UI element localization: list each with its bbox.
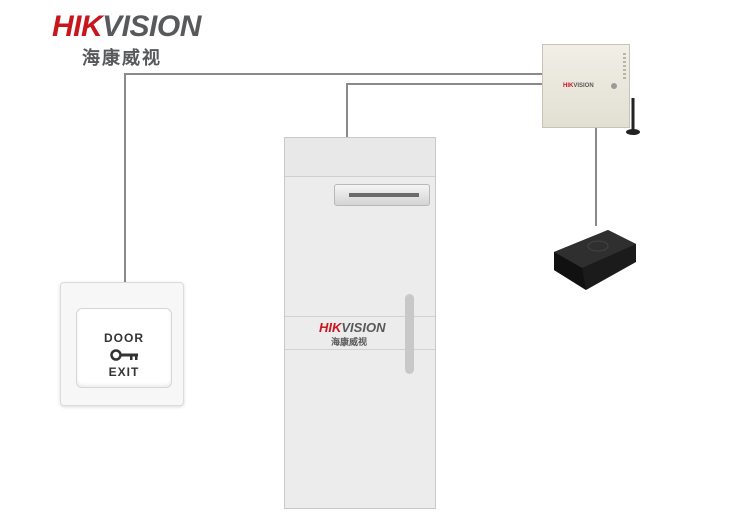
magnetic-lock-slot	[349, 193, 419, 197]
antenna-icon	[626, 98, 640, 136]
door-frame-top	[285, 138, 435, 177]
key-icon	[110, 348, 140, 362]
door-brand-cn: 海康威视	[331, 335, 367, 348]
exit-button-panel: DOOR EXIT	[60, 282, 184, 406]
controller-brand-red: HIK	[563, 83, 573, 89]
exit-button: DOOR EXIT	[76, 308, 172, 388]
door-brand-grey: VISION	[341, 320, 385, 335]
controller-brand-grey: VISION	[573, 83, 593, 89]
card-reader	[552, 224, 638, 294]
exit-button-line1: DOOR	[77, 331, 171, 345]
controller-lock-icon	[611, 83, 617, 89]
exit-button-line2: EXIT	[77, 365, 171, 379]
controller-vent	[623, 53, 626, 81]
door-brand-text: HIKVISION	[319, 320, 385, 335]
controller-brand-text: HIKVISION	[563, 83, 594, 89]
door-handle	[405, 294, 414, 374]
door-brand-red: HIK	[319, 320, 341, 335]
access-controller: HIKVISION	[542, 44, 630, 128]
magnetic-lock	[334, 184, 430, 206]
